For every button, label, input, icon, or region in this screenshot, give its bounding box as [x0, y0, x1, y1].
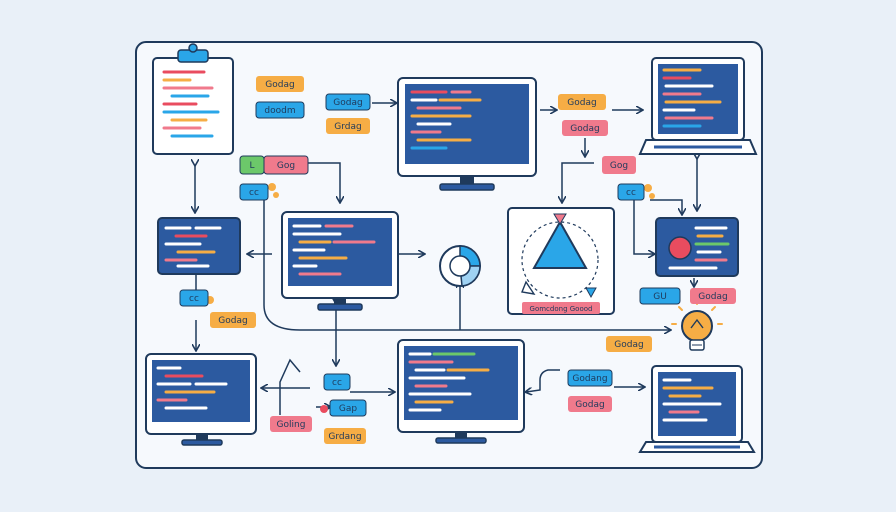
tag-label: Gog	[610, 161, 628, 171]
tag: GU	[639, 287, 681, 305]
tag: Godang	[567, 369, 613, 387]
tag: cc	[617, 183, 645, 201]
triangle-graph-icon: Gomcdong Goood	[507, 207, 615, 315]
tag-label: Grdag	[334, 122, 361, 132]
monitor-icon	[281, 211, 399, 311]
monitor-icon	[397, 339, 525, 444]
tag: Goling	[270, 416, 312, 432]
tag: Godag	[562, 120, 608, 136]
laptop-icon	[638, 365, 756, 453]
tag: cc	[323, 373, 351, 391]
tag: Godag	[256, 76, 304, 92]
tag-label: doodm	[264, 106, 295, 116]
tag-label: cc	[249, 188, 259, 198]
code-window-icon	[655, 217, 739, 277]
tag: Grdang	[324, 428, 366, 444]
tag-label: GU	[653, 292, 667, 302]
graph-caption-tag	[522, 302, 600, 314]
tag: Gog	[263, 155, 309, 175]
tag: Godag	[558, 94, 606, 110]
tag-label: Godag	[333, 98, 362, 108]
tag: Godag	[325, 93, 371, 111]
tag: Godag	[690, 288, 736, 304]
tag-label: L	[249, 161, 254, 171]
tag-label: Grdang	[328, 432, 361, 442]
pie-chart-icon	[439, 245, 481, 287]
lightbulb-icon	[671, 299, 723, 351]
tag: Grdag	[326, 118, 370, 134]
tag-label: Goling	[277, 420, 306, 430]
tag: Godag	[568, 396, 612, 412]
monitor-icon	[145, 353, 257, 446]
monitor-icon	[397, 77, 537, 191]
clipboard-icon	[152, 43, 234, 155]
code-window-icon	[157, 217, 241, 275]
tag: Godag	[606, 336, 652, 352]
tag-label: Godag	[218, 316, 247, 326]
tag-label: Godag	[567, 98, 596, 108]
tag-label: Godang	[572, 374, 607, 384]
tag-label: cc	[626, 188, 636, 198]
tag: Godag	[210, 312, 256, 328]
tag: L	[239, 155, 265, 175]
tag: Gog	[602, 156, 636, 174]
tag: cc	[239, 183, 269, 201]
laptop-icon	[638, 57, 758, 155]
tag: Gap	[329, 399, 367, 417]
tag-label: Godag	[575, 400, 604, 410]
tag: doodm	[255, 101, 305, 119]
tag-label: cc	[332, 378, 342, 388]
tag-label: Godag	[265, 80, 294, 90]
tag-label: cc	[189, 294, 199, 304]
graph-caption: Gomcdong Goood	[530, 305, 593, 313]
connectors	[195, 103, 697, 415]
tag: cc	[179, 289, 209, 307]
tag-label: Godag	[698, 292, 727, 302]
tag-label: Gog	[277, 161, 295, 171]
tag-label: Godag	[570, 124, 599, 134]
tag-label: Gap	[339, 404, 357, 414]
tag-label: Godag	[614, 340, 643, 350]
